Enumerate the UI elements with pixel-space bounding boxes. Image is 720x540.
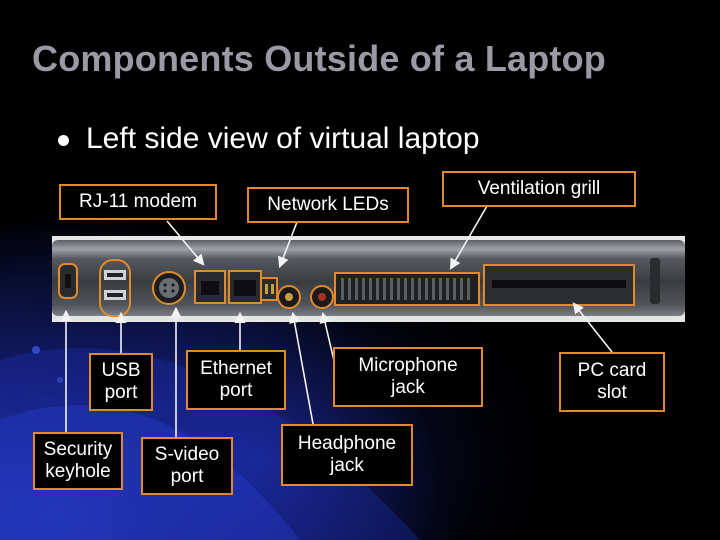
- label-usb-port: USB port: [89, 353, 153, 411]
- label-rj11-modem: RJ-11 modem: [59, 184, 217, 220]
- label-svideo-port: S-video port: [141, 437, 233, 495]
- label-pc-card-slot: PC card slot: [559, 352, 665, 412]
- label-ethernet-port: Ethernet port: [186, 350, 286, 410]
- label-microphone-jack: Microphone jack: [333, 347, 483, 407]
- laptop-side-photo: [52, 236, 685, 322]
- label-network-leds: Network LEDs: [247, 187, 409, 223]
- bullet-text: Left side view of virtual laptop: [86, 122, 480, 155]
- label-ventilation-grill: Ventilation grill: [442, 171, 636, 207]
- label-headphone-jack: Headphone jack: [281, 424, 413, 486]
- slide-title: Components Outside of a Laptop: [32, 38, 606, 79]
- label-security-keyhole: Security keyhole: [33, 432, 123, 490]
- bullet-icon: [58, 135, 69, 146]
